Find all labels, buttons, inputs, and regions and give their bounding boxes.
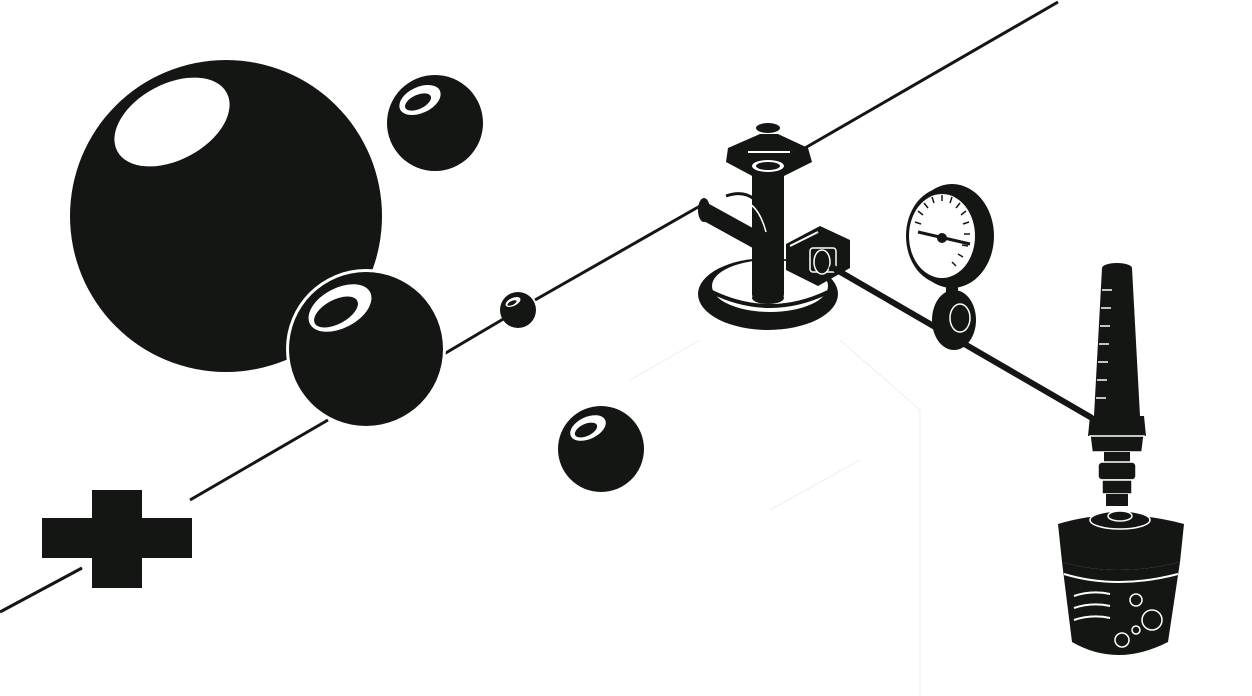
humidifier-bottle-icon (1058, 510, 1184, 655)
sphere-icon (286, 269, 446, 429)
plus-icon (42, 490, 192, 588)
sphere-icon (70, 60, 382, 372)
diagonal-line (0, 0, 1059, 614)
valve-icon (698, 123, 850, 330)
sphere-icon (500, 292, 536, 328)
sphere-icon (558, 406, 644, 492)
flowmeter-icon (1088, 263, 1146, 506)
guide-lines (629, 339, 921, 696)
pressure-gauge-icon (906, 184, 994, 350)
sphere-icon (387, 75, 483, 171)
